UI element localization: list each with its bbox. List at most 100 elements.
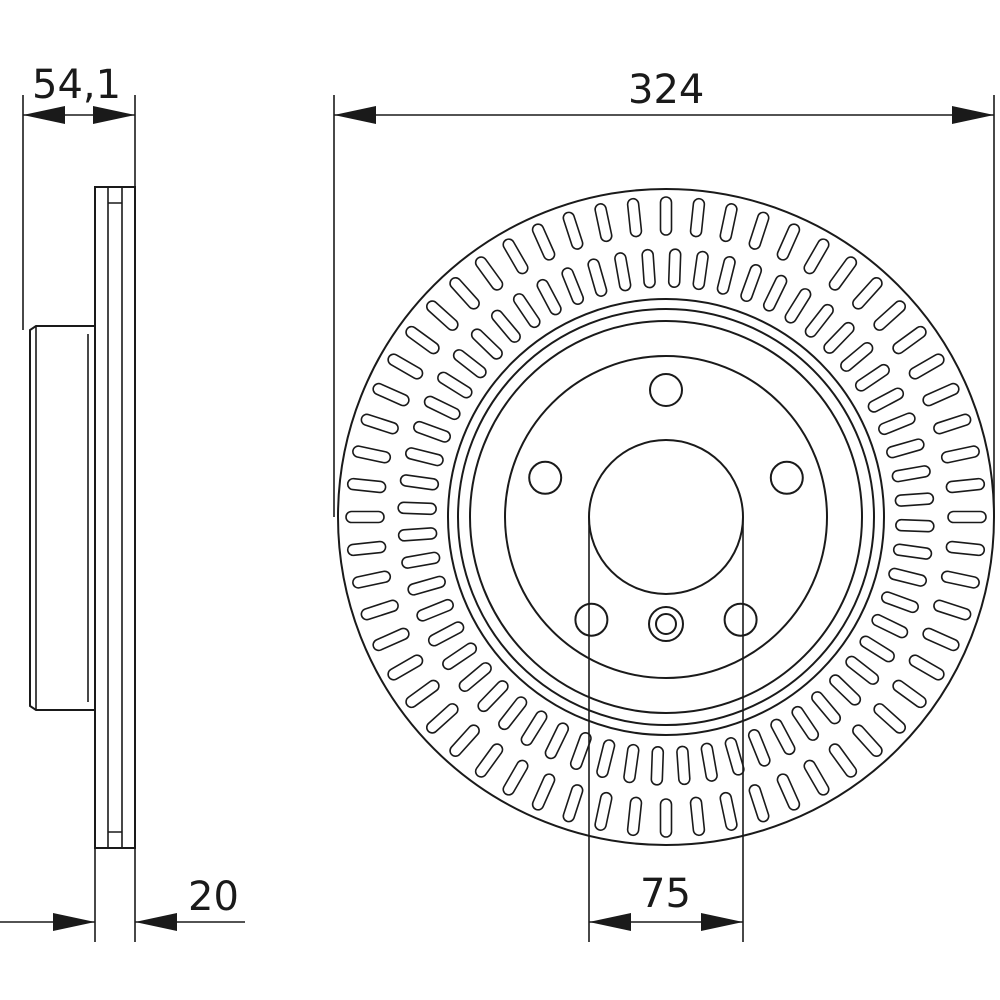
- rotor-outer-edge: [337, 188, 995, 846]
- bolt-hole: [769, 460, 804, 495]
- center-bore: [588, 439, 744, 595]
- vent-slot: [828, 743, 858, 778]
- vent-slot: [940, 570, 980, 589]
- bolt-hole: [528, 460, 563, 495]
- vent-slot: [859, 635, 895, 663]
- vent-slot: [776, 223, 801, 261]
- hat-outer-edge: [457, 308, 875, 726]
- bolt-hole: [574, 602, 609, 637]
- vent-slot: [614, 252, 632, 292]
- vent-slot: [823, 321, 855, 354]
- vent-slot: [569, 731, 592, 770]
- vent-slot: [748, 211, 770, 250]
- vent-slot: [413, 420, 452, 443]
- friction-ring-inner-edge: [447, 298, 885, 736]
- vent-slot: [947, 510, 987, 524]
- vent-slot: [474, 256, 504, 291]
- vent-slot: [867, 387, 905, 413]
- vent-slot: [891, 465, 931, 483]
- hub-face: [504, 355, 828, 679]
- vent-slot: [828, 256, 858, 291]
- outer-diameter-label: 324: [628, 67, 704, 113]
- vent-slot: [587, 258, 608, 297]
- hub-hat-profile: [29, 325, 95, 711]
- vent-slot: [878, 412, 916, 436]
- vent-slot: [894, 492, 935, 507]
- vent-slot: [531, 773, 556, 811]
- vent-slot: [425, 703, 459, 734]
- vent-slot: [416, 598, 454, 622]
- vent-slot: [641, 248, 656, 289]
- vent-slot: [544, 722, 570, 760]
- vent-slot: [452, 349, 487, 379]
- vent-slot: [360, 413, 399, 435]
- bore-dimension: 75: [588, 517, 744, 942]
- locating-hole-inner: [655, 613, 677, 635]
- rotor-side-profile: [94, 186, 136, 849]
- vent-slot: [512, 293, 541, 329]
- thickness-dimension: 20: [0, 848, 245, 942]
- vent-slot: [871, 613, 909, 639]
- vent-slot: [442, 642, 478, 671]
- vent-slot: [880, 591, 919, 614]
- vent-slot: [345, 510, 385, 524]
- front-view: [337, 188, 995, 846]
- vent-slot: [908, 654, 945, 681]
- vent-slot: [854, 363, 890, 392]
- vent-slot: [740, 264, 763, 303]
- vent-slot: [873, 703, 907, 734]
- vent-slot: [352, 570, 392, 589]
- vent-slot: [536, 278, 562, 316]
- vent-slot: [719, 203, 738, 243]
- rotor-vent-groove: [107, 187, 123, 848]
- bolt-hole: [649, 373, 683, 407]
- vent-slot: [895, 518, 935, 533]
- vent-slot: [886, 438, 925, 459]
- vent-slot: [352, 445, 392, 464]
- vent-slot: [346, 540, 387, 557]
- vent-slot: [784, 288, 812, 324]
- vent-slot: [852, 276, 883, 310]
- vent-slot: [387, 654, 424, 681]
- vent-slot: [933, 599, 972, 621]
- bolt-hole: [723, 602, 758, 637]
- vent-slot: [829, 674, 862, 706]
- vent-slot: [474, 743, 504, 778]
- vent-slot: [401, 551, 441, 569]
- bore-label: 75: [640, 871, 691, 917]
- vent-slot: [888, 567, 928, 587]
- vent-slot: [594, 203, 613, 243]
- vent-slot: [423, 395, 461, 421]
- vent-slot: [477, 680, 509, 713]
- bolt-holes: [528, 373, 804, 637]
- vent-slot: [716, 255, 736, 295]
- vent-slot: [667, 248, 682, 288]
- vent-slot: [892, 679, 927, 709]
- hub-hat-inner: [35, 326, 89, 710]
- vent-slot: [748, 784, 770, 823]
- vent-slot: [811, 691, 842, 725]
- vent-slot: [776, 773, 801, 811]
- vent-slot: [397, 527, 438, 542]
- vent-slot: [804, 303, 834, 338]
- thickness-label: 20: [188, 874, 239, 920]
- vent-slot: [922, 627, 960, 652]
- vent-slots: [345, 196, 987, 838]
- vent-slot: [562, 211, 584, 250]
- vent-slot: [852, 724, 883, 758]
- vent-slot: [922, 382, 960, 407]
- vent-slot: [458, 662, 492, 693]
- vent-slot: [650, 746, 665, 786]
- vent-slot: [502, 759, 529, 796]
- vent-slot: [594, 791, 613, 831]
- vent-slot: [908, 353, 945, 380]
- vent-slot: [470, 328, 503, 360]
- vent-slot: [692, 250, 709, 291]
- vent-slot: [407, 575, 446, 596]
- vent-slot: [933, 413, 972, 435]
- vent-slot: [892, 325, 927, 355]
- vent-slot: [770, 718, 796, 756]
- vent-slot: [437, 371, 473, 399]
- vent-slot: [626, 796, 643, 837]
